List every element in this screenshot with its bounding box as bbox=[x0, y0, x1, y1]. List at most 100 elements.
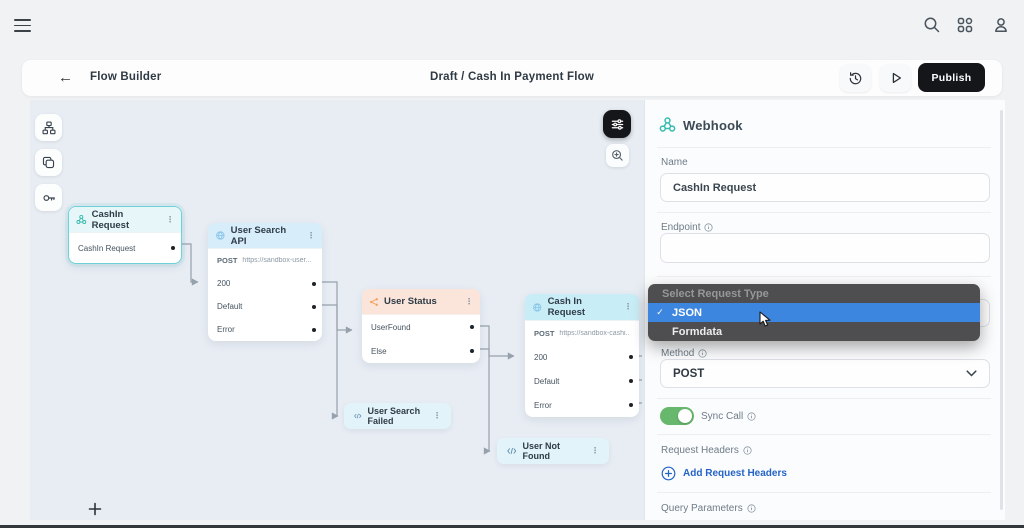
node-output-row[interactable]: 200 bbox=[525, 345, 639, 369]
publish-button[interactable]: Publish bbox=[918, 63, 985, 92]
node-output-row[interactable]: Error bbox=[208, 318, 322, 341]
history-button[interactable] bbox=[840, 64, 871, 92]
zoom-in-button[interactable] bbox=[606, 144, 629, 167]
run-button[interactable] bbox=[880, 64, 911, 92]
output-label: CashIn Request bbox=[78, 243, 136, 253]
dropdown-option-formdata[interactable]: Formdata bbox=[648, 322, 980, 341]
dropdown-placeholder-option[interactable]: Select Request Type bbox=[662, 287, 769, 300]
apps-icon[interactable] bbox=[956, 16, 974, 34]
branch-icon bbox=[370, 297, 378, 306]
method-value: POST bbox=[673, 367, 705, 380]
output-label: Else bbox=[371, 346, 387, 356]
option-label: JSON bbox=[672, 306, 702, 319]
check-icon: ✓ bbox=[656, 307, 664, 317]
node-header[interactable]: CashIn Request ⋮ bbox=[69, 207, 181, 232]
page-title: Flow Builder bbox=[90, 71, 162, 83]
output-port[interactable] bbox=[171, 246, 175, 250]
plus-icon bbox=[88, 502, 102, 516]
code-icon bbox=[354, 413, 362, 419]
output-label: Error bbox=[534, 400, 552, 410]
info-icon bbox=[698, 349, 707, 358]
node-user-not-found[interactable]: User Not Found ⋮ bbox=[497, 438, 609, 464]
node-title: CashIn Request bbox=[91, 208, 130, 231]
dropdown-option-json[interactable]: ✓ JSON bbox=[648, 303, 980, 322]
toggle-knob bbox=[678, 409, 692, 423]
output-label: Default bbox=[534, 376, 560, 386]
node-cash-in-request-api[interactable]: Cash In Request ⋮ POST https://sandbox-c… bbox=[525, 294, 639, 417]
copy-tool-button[interactable] bbox=[35, 149, 62, 176]
output-label: Default bbox=[217, 302, 243, 311]
user-icon[interactable] bbox=[992, 16, 1010, 34]
node-user-search-api[interactable]: User Search API ⋮ POST https://sandbox-u… bbox=[208, 223, 322, 341]
method-select[interactable]: POST bbox=[660, 359, 990, 388]
node-user-search-failed[interactable]: User Search Failed ⋮ bbox=[344, 403, 451, 429]
add-node-button[interactable] bbox=[86, 500, 104, 518]
sync-call-toggle[interactable] bbox=[660, 407, 694, 425]
node-output-row[interactable]: Default bbox=[525, 369, 639, 393]
zoom-in-icon bbox=[612, 150, 623, 161]
menu-icon[interactable] bbox=[14, 19, 31, 32]
name-input[interactable] bbox=[660, 173, 990, 202]
node-title: User Search Failed bbox=[367, 406, 421, 426]
flow-tree-tool-button[interactable] bbox=[35, 114, 62, 141]
node-output-row[interactable]: 200 bbox=[208, 272, 322, 295]
output-port[interactable] bbox=[470, 325, 474, 329]
method-label: POST bbox=[534, 328, 555, 338]
copy-icon bbox=[42, 156, 55, 169]
node-title: Cash In Request bbox=[547, 296, 586, 318]
output-label: Error bbox=[217, 325, 235, 334]
option-label: Formdata bbox=[672, 325, 723, 338]
node-user-status[interactable]: User Status ⋮ UserFound Else bbox=[362, 289, 480, 363]
node-output-row[interactable]: Default bbox=[208, 295, 322, 318]
circle-plus-icon bbox=[661, 466, 676, 481]
panel-scrollbar[interactable] bbox=[1000, 110, 1003, 510]
endpoint-input[interactable] bbox=[660, 233, 990, 263]
layout-options-button[interactable] bbox=[603, 110, 631, 138]
output-port[interactable] bbox=[470, 349, 474, 353]
method-label: POST bbox=[217, 256, 238, 265]
output-label: UserFound bbox=[371, 322, 411, 332]
webhook-icon bbox=[659, 117, 676, 132]
url-label: https://sandbox-user... bbox=[242, 257, 312, 264]
info-icon bbox=[704, 223, 714, 232]
output-port[interactable] bbox=[629, 379, 633, 383]
node-menu-icon[interactable]: ⋮ bbox=[624, 302, 632, 311]
node-output-row[interactable]: Error bbox=[525, 393, 639, 417]
breadcrumb: Draft / Cash In Payment Flow bbox=[429, 71, 595, 83]
node-header[interactable]: User Search API ⋮ bbox=[208, 223, 322, 248]
node-menu-icon[interactable]: ⋮ bbox=[166, 214, 174, 224]
node-menu-icon[interactable]: ⋮ bbox=[591, 446, 599, 455]
node-output-row[interactable]: Else bbox=[362, 339, 480, 363]
sliders-icon bbox=[611, 118, 623, 130]
output-port[interactable] bbox=[312, 304, 316, 309]
request-type-dropdown: Select Request Type ✓ JSON Formdata bbox=[648, 284, 980, 341]
output-port[interactable] bbox=[312, 327, 316, 332]
output-label: 200 bbox=[534, 352, 548, 362]
node-header[interactable]: Cash In Request ⋮ bbox=[525, 294, 639, 320]
output-port[interactable] bbox=[312, 281, 316, 286]
node-output-row[interactable]: CashIn Request bbox=[69, 232, 181, 263]
add-request-headers-label: Add Request Headers bbox=[683, 468, 787, 479]
key-tool-button[interactable] bbox=[35, 184, 62, 211]
node-title: User Not Found bbox=[522, 441, 561, 461]
add-request-headers-button[interactable]: Add Request Headers bbox=[661, 466, 787, 481]
method-label: Method bbox=[661, 348, 707, 359]
node-menu-icon[interactable]: ⋮ bbox=[465, 296, 473, 306]
history-icon bbox=[849, 71, 862, 84]
node-menu-icon[interactable]: ⋮ bbox=[307, 230, 315, 240]
sync-call-label: Sync Call bbox=[701, 411, 756, 422]
back-arrow-icon[interactable]: ← bbox=[58, 69, 73, 86]
node-menu-icon[interactable]: ⋮ bbox=[433, 411, 441, 420]
node-cashin-request-webhook[interactable]: CashIn Request ⋮ CashIn Request bbox=[68, 206, 182, 264]
request-headers-label: Request Headers bbox=[661, 445, 752, 456]
output-port[interactable] bbox=[629, 403, 633, 407]
url-label: https://sandbox-cashi... bbox=[559, 329, 630, 337]
info-icon bbox=[747, 412, 756, 421]
search-icon[interactable] bbox=[923, 16, 941, 34]
output-label: 200 bbox=[217, 279, 231, 288]
output-port[interactable] bbox=[629, 355, 633, 359]
mouse-cursor bbox=[759, 311, 771, 327]
node-header[interactable]: User Status ⋮ bbox=[362, 289, 480, 314]
node-output-row[interactable]: UserFound bbox=[362, 314, 480, 339]
node-title: User Status bbox=[384, 296, 437, 307]
